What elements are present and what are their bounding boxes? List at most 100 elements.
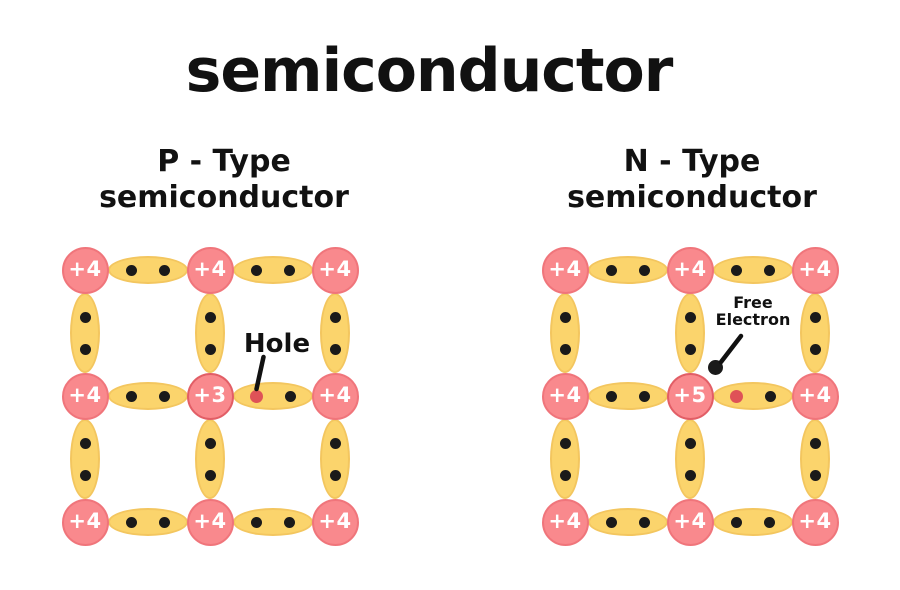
electron-dot	[730, 516, 742, 528]
atom-value: +4	[68, 256, 102, 281]
covalent-bond-vertical	[550, 419, 580, 499]
covalent-bond-horizontal	[587, 256, 668, 284]
atom-circle: +4	[61, 246, 109, 294]
electron-dot	[204, 311, 216, 323]
electron-dot	[684, 343, 696, 355]
electron-dot	[284, 390, 296, 402]
atom-value: +4	[193, 256, 227, 281]
electron-dot	[559, 437, 571, 449]
electron-dot	[763, 264, 775, 276]
p-type-heading: P - Type semiconductor	[64, 144, 384, 216]
electron-dot	[329, 437, 341, 449]
free-electron-dot	[708, 360, 723, 375]
electron-dot	[125, 516, 137, 528]
covalent-bond-with-hole	[232, 382, 313, 410]
covalent-bond-horizontal	[107, 508, 188, 536]
electron-dot	[764, 390, 776, 402]
electron-dot	[158, 264, 170, 276]
electron-dot	[809, 469, 821, 481]
electron-dot	[638, 516, 650, 528]
atom-circle: +4	[791, 498, 839, 546]
atom-circle: +4	[61, 498, 109, 546]
electron-dot	[605, 516, 617, 528]
atom-circle: +4	[186, 246, 234, 294]
n-type-heading-line1: N - Type	[623, 144, 761, 179]
electron-dot	[559, 311, 571, 323]
page-title: semiconductor	[185, 36, 674, 106]
atom-circle: +4	[666, 246, 714, 294]
electron-dot	[559, 469, 571, 481]
covalent-bond-horizontal	[587, 382, 668, 410]
atom-value: +4	[548, 508, 582, 533]
electron-dot	[559, 343, 571, 355]
p-type-heading-line1: P - Type	[157, 144, 291, 179]
covalent-bond-vertical	[195, 293, 225, 373]
electron-dot	[763, 516, 775, 528]
atom-value: +4	[318, 508, 352, 533]
atom-value: +5	[673, 382, 707, 407]
covalent-bond-vertical	[675, 419, 705, 499]
electron-dot	[684, 311, 696, 323]
electron-dot	[125, 390, 137, 402]
electron-dot	[158, 516, 170, 528]
atom-value: +4	[673, 508, 707, 533]
atom-circle: +4	[311, 498, 359, 546]
free-electron-label-line1: Free	[733, 293, 773, 312]
free-electron-label-line2: Electron	[715, 310, 791, 329]
atom-value: +4	[548, 382, 582, 407]
electron-dot	[684, 469, 696, 481]
electron-dot	[329, 311, 341, 323]
covalent-bond-vertical	[800, 419, 830, 499]
electron-dot	[204, 343, 216, 355]
n-type-heading: N - Type semiconductor	[532, 144, 852, 216]
electron-dot	[79, 311, 91, 323]
covalent-bond-horizontal	[107, 382, 188, 410]
atom-circle: +4	[311, 372, 359, 420]
covalent-bond-with-hole	[712, 382, 793, 410]
covalent-bond-horizontal	[232, 508, 313, 536]
covalent-bond-horizontal	[712, 256, 793, 284]
electron-dot	[250, 264, 262, 276]
atom-value: +4	[318, 382, 352, 407]
electron-dot	[809, 311, 821, 323]
atom-circle: +4	[666, 498, 714, 546]
covalent-bond-vertical	[675, 293, 705, 373]
electron-dot	[204, 437, 216, 449]
free-electron-label: Free Electron	[693, 294, 813, 328]
electron-dot	[283, 264, 295, 276]
atom-circle: +4	[791, 372, 839, 420]
free-electron-pointer-line	[718, 333, 744, 365]
atom-circle: +4	[541, 372, 589, 420]
atom-value: +4	[798, 256, 832, 281]
covalent-bond-vertical	[320, 419, 350, 499]
p-type-heading-line2: semiconductor	[99, 180, 349, 215]
electron-dot	[730, 264, 742, 276]
covalent-bond-horizontal	[712, 508, 793, 536]
covalent-bond-vertical	[800, 293, 830, 373]
atom-value: +3	[193, 382, 227, 407]
electron-dot	[79, 343, 91, 355]
atom-value: +4	[673, 256, 707, 281]
electron-dot	[809, 343, 821, 355]
covalent-bond-vertical	[550, 293, 580, 373]
atom-value: +4	[548, 256, 582, 281]
atom-value: +4	[68, 508, 102, 533]
electron-dot	[158, 390, 170, 402]
electron-dot	[638, 390, 650, 402]
electron-dot	[605, 390, 617, 402]
atom-circle: +4	[61, 372, 109, 420]
atom-value: +4	[318, 256, 352, 281]
atom-circle: +4	[311, 246, 359, 294]
electron-dot	[329, 469, 341, 481]
atom-value: +4	[193, 508, 227, 533]
hole-dot	[729, 389, 743, 403]
electron-dot	[79, 469, 91, 481]
covalent-bond-vertical	[70, 293, 100, 373]
donor-atom-circle: +5	[666, 372, 714, 420]
electron-dot	[125, 264, 137, 276]
electron-dot	[684, 437, 696, 449]
covalent-bond-vertical	[195, 419, 225, 499]
covalent-bond-horizontal	[232, 256, 313, 284]
covalent-bond-horizontal	[107, 256, 188, 284]
atom-circle: +4	[541, 498, 589, 546]
